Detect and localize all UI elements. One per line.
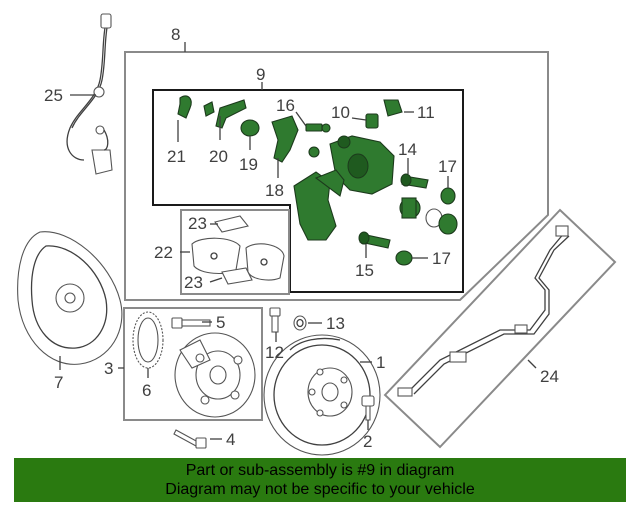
tone-ring-part <box>132 311 164 369</box>
assembly-frame-8 <box>124 51 549 301</box>
callout-25: 25 <box>44 86 63 105</box>
speed-sensor-part <box>66 13 113 175</box>
bleeder-12-part <box>269 307 281 333</box>
hub-bearing-part <box>174 332 256 418</box>
screw-2-part <box>361 395 375 421</box>
banner-line-2: Diagram may not be specific to your vehi… <box>165 481 475 498</box>
info-banner: Part or sub-assembly is #9 in diagram Di… <box>14 458 626 502</box>
dust-shield-part <box>17 231 123 365</box>
callout-8: 8 <box>171 25 180 44</box>
callout-19: 19 <box>239 155 258 174</box>
callout-17-upper: 17 <box>438 157 457 176</box>
callout-14: 14 <box>398 140 417 159</box>
callout-18: 18 <box>265 181 284 200</box>
callout-12: 12 <box>265 343 284 362</box>
parts-diagram: 8 9 25 16 10 11 14 21 20 19 17 18 23 22 … <box>17 13 617 456</box>
callout-1: 1 <box>376 353 385 372</box>
callout-11: 11 <box>417 103 435 122</box>
callout-7: 7 <box>54 373 63 392</box>
washer-13-part <box>293 315 307 331</box>
callout-23-lower: 23 <box>184 273 203 292</box>
callout-9: 9 <box>256 65 265 84</box>
callout-6: 6 <box>142 381 151 400</box>
callout-24: 24 <box>540 367 559 386</box>
caliper-sub-assembly-parts <box>177 95 458 266</box>
hub-frame-3 <box>123 307 263 421</box>
callout-3: 3 <box>104 359 113 378</box>
brake-pads-part <box>191 215 285 285</box>
callout-16: 16 <box>276 96 295 115</box>
bolt-4-part <box>173 429 207 449</box>
callout-20: 20 <box>209 147 228 166</box>
callout-4: 4 <box>226 430 235 449</box>
leader-lines <box>59 42 537 440</box>
brake-hose-part <box>397 225 570 397</box>
callout-15: 15 <box>355 261 374 280</box>
callout-2: 2 <box>363 432 372 451</box>
brake-rotor-part <box>263 334 381 456</box>
callout-23-upper: 23 <box>188 214 207 233</box>
callout-13: 13 <box>326 314 345 333</box>
callout-10: 10 <box>331 103 350 122</box>
callout-21: 21 <box>167 147 186 166</box>
callout-5: 5 <box>216 313 225 332</box>
hub-bolt-part <box>171 317 211 329</box>
hose-frame-24 <box>383 208 617 449</box>
banner-line-1: Part or sub-assembly is #9 in diagram <box>185 462 455 479</box>
callout-17-lower: 17 <box>432 249 451 268</box>
callout-22: 22 <box>154 243 173 262</box>
